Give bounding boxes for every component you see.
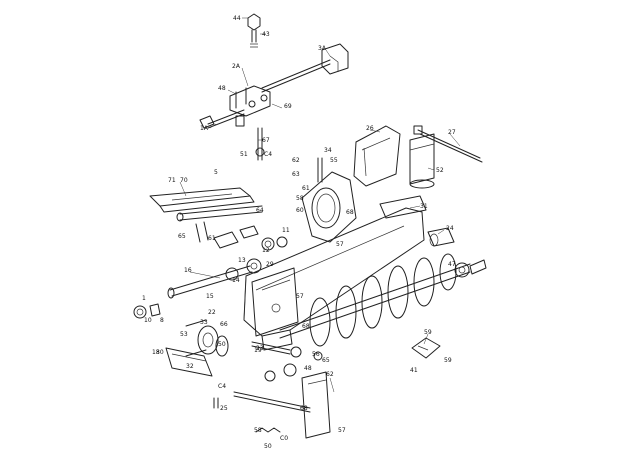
callout-label: 3A [318,45,327,52]
callout-label: 12 [262,247,270,254]
callout-label: 31 [420,203,428,210]
callout-label: 19 [254,347,262,354]
callout-label: 68 [302,323,310,330]
callout-label: 58 [296,195,304,202]
callout-label: 5 [214,169,218,176]
auger-bearing [454,259,487,278]
callout-label: 48 [218,85,226,92]
lever-arm [199,109,245,129]
callout-label: C4 [218,383,226,390]
callout-label: 69 [284,103,292,110]
callout-label: 50 [218,341,226,348]
auger-shield [427,227,455,247]
callout-label: 48 [304,365,312,372]
callout-label: 10 [144,317,152,324]
callout-label: 1A [200,125,209,132]
callout-label: 26 [366,125,374,132]
callout-label: 58 [254,427,262,434]
callout-label: 13 [238,257,246,264]
spring-clip [213,397,281,433]
chute-tube [409,133,435,189]
callout-label: 62 [326,371,334,378]
callout-label: 57 [296,293,304,300]
callout-label: 2A [232,63,241,70]
drive-shaft [167,258,262,299]
callout-label: 30 [156,349,164,356]
callout-label: C4 [264,151,272,158]
callout-label: 33 [200,319,208,326]
left-bearing [133,303,161,319]
callout-label: 11 [282,227,290,234]
upper-control-rod [261,43,349,93]
callout-label: 32 [186,363,194,370]
callout-label: 8 [160,317,164,324]
callout-label: 24 [446,225,454,232]
callout-label: 65 [178,233,186,240]
handle-bracket [247,13,261,48]
vertical-pin [255,127,265,161]
callout-label: 27 [448,129,456,136]
callout-label: 66 [220,321,228,328]
callout-label: 14 [232,277,240,284]
callout-label: 16 [184,267,192,274]
callout-label: 61 [208,235,216,242]
chute-crank-rod [413,125,483,163]
callout-label: 55 [330,157,338,164]
callout-label: 62 [292,157,300,164]
callout-label: 68 [346,209,354,216]
lower-rod [233,363,311,413]
side-panel [251,267,299,337]
callout-label: 59 [424,329,432,336]
small-bracket [411,337,441,359]
callout-label: 18 [152,349,160,356]
callout-label: 41 [410,367,418,374]
callout-label: 71 [168,177,176,184]
callout-label: 57 [336,241,344,248]
callout-label: 29 [266,261,274,268]
callout-label: 15 [206,293,214,300]
scraper-blade [301,371,331,439]
callout-label: 61 [302,185,310,192]
callout-label: 53 [180,331,188,338]
callout-label: 22 [208,309,216,316]
callout-label: 50 [264,443,272,450]
callout-label: 47 [448,261,456,268]
callout-label: 43 [262,31,270,38]
callout-label: 52 [436,167,444,174]
side-frame-rail [149,187,255,213]
callout-label: 57 [338,427,346,434]
callout-label: 56 [312,351,320,358]
callout-label: 59 [444,357,452,364]
callout-label: 70 [180,177,188,184]
cross-shaft [176,205,263,243]
callout-label: C0 [280,435,288,442]
callout-labels: 44 43 3A 2A 48 69 1A 67 51 C4 26 27 62 3… [142,15,456,450]
bearing-housing [213,225,288,251]
pulley-assembly [185,319,229,357]
callout-label: 64 [256,207,264,214]
callout-label: 68 [300,405,308,412]
skid-shoe [165,347,213,377]
chute-deflector [353,125,401,187]
auger-housing [243,195,427,351]
callout-label: 60 [296,207,304,214]
callout-label: 51 [240,151,248,158]
callout-label: 67 [262,137,270,144]
callout-label: 25 [220,405,228,412]
link-arm-lower [251,341,323,361]
leader-lines [179,17,461,393]
auger-flighting [279,253,471,347]
callout-label: 1 [142,295,146,302]
linkage-bracket [229,85,271,117]
callout-label: 34 [324,147,332,154]
callout-label: 23 [256,345,264,352]
chute-base [301,157,357,243]
callout-label: 63 [292,171,300,178]
callout-label: 44 [233,15,241,22]
callout-label: 65 [322,357,330,364]
